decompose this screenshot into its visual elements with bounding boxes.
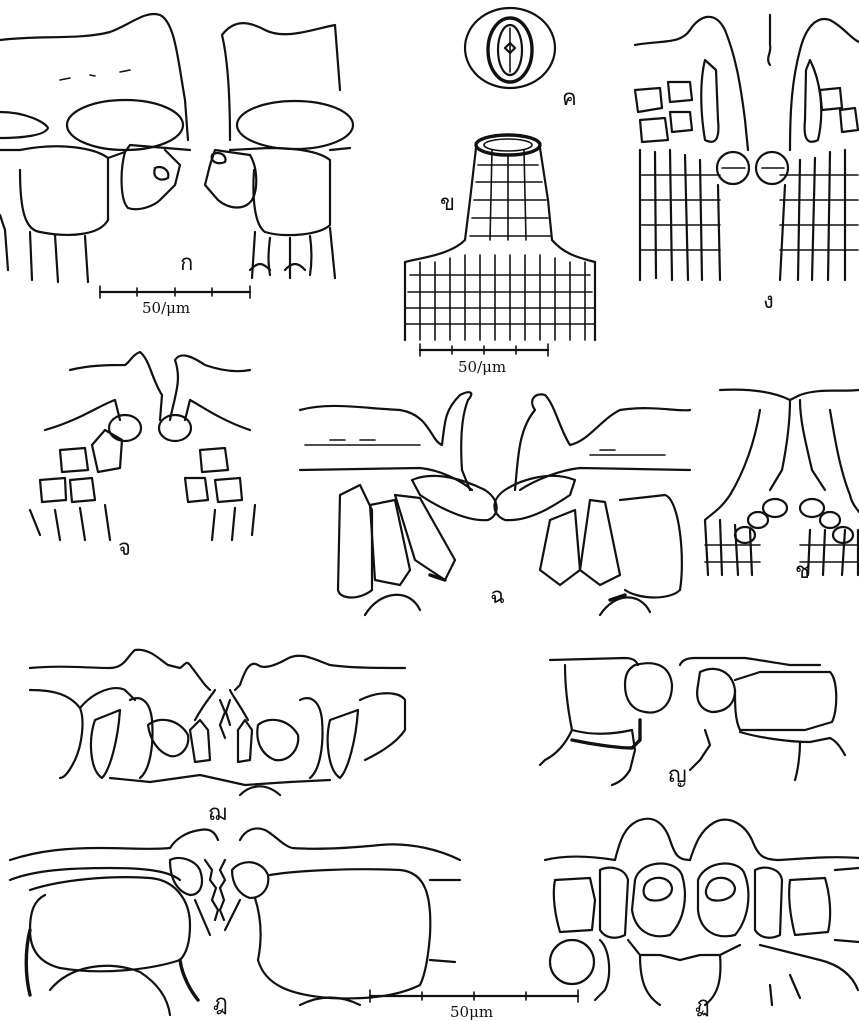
scale-bar-top-middle-text: 50/μm <box>458 358 506 376</box>
panel-c-drawing <box>465 8 555 88</box>
panel-f-drawing <box>300 392 690 615</box>
panel-c-label: ค <box>562 86 577 111</box>
scale-bar-top-middle <box>420 344 548 356</box>
scale-bar-bottom-text: 50μm <box>450 1003 493 1021</box>
panel-b-label: ข <box>440 191 455 216</box>
panel-f-label: ฉ <box>490 584 505 609</box>
scale-bar-top-left <box>100 286 250 298</box>
panel-i-label: ญ <box>668 763 687 788</box>
panel-d-drawing <box>635 15 859 280</box>
panel-b-drawing <box>405 135 595 340</box>
panel-a-drawing <box>0 14 353 282</box>
panel-e-drawing <box>30 352 255 540</box>
scale-bar-top-left-text: 50/μm <box>142 299 190 317</box>
panel-g-drawing <box>705 390 859 575</box>
panel-i-drawing <box>540 658 845 785</box>
panel-h-label: ฌ <box>208 801 227 826</box>
panel-e-label: จ <box>118 536 131 561</box>
panel-j-label: ฎ <box>213 991 228 1016</box>
panel-j-drawing <box>10 828 460 1015</box>
panel-d-label: ง <box>763 289 774 314</box>
panel-g-label: ช <box>795 559 810 584</box>
panel-k-label: ฏ <box>695 993 710 1018</box>
panel-k-drawing <box>545 819 859 1005</box>
panel-a-label: ก <box>180 251 193 276</box>
panel-h-drawing <box>30 650 405 795</box>
